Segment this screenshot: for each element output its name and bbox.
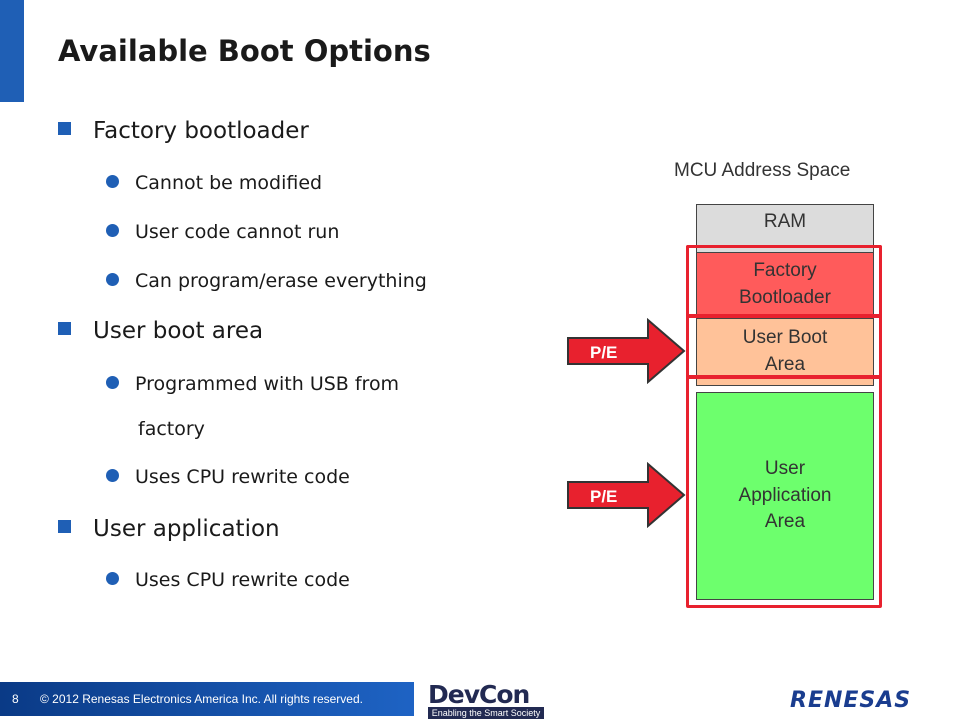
sub-bullet: Can program/erase everything — [106, 270, 427, 292]
bullet-user-boot-area: User boot area — [58, 318, 263, 344]
bullet-user-application: User application — [58, 516, 280, 542]
sub-bullet: Cannot be modified — [106, 172, 322, 194]
sub-bullet: User code cannot run — [106, 221, 339, 243]
copyright-text: © 2012 Renesas Electronics America Inc. … — [40, 692, 363, 706]
pe-arrow-icon — [567, 318, 686, 384]
slide-title: Available Boot Options — [58, 34, 431, 68]
factory-bootloader-frame — [686, 245, 882, 318]
devcon-logo-wordmark: DevCon — [428, 680, 530, 709]
renesas-logo: RENESAS — [790, 688, 912, 713]
round-bullet-icon — [106, 273, 119, 286]
memory-map-title: MCU Address Space — [674, 160, 851, 181]
round-bullet-icon — [106, 175, 119, 188]
square-bullet-icon — [58, 322, 71, 335]
round-bullet-icon — [106, 224, 119, 237]
round-bullet-icon — [106, 572, 119, 585]
bullet-factory-bootloader: Factory bootloader — [58, 118, 309, 144]
title-accent-bar — [0, 0, 24, 102]
pe-arrow-icon — [567, 462, 686, 528]
pe-label-user-boot: P/E — [590, 343, 618, 362]
round-bullet-icon — [106, 376, 119, 389]
sub-bullet-continuation: factory — [138, 418, 205, 440]
page-number: 8 — [12, 692, 19, 706]
user-boot-area-frame — [686, 314, 882, 378]
sub-bullet: Uses CPU rewrite code — [106, 466, 350, 488]
pe-label-user-application: P/E — [590, 487, 618, 506]
sub-bullet: Uses CPU rewrite code — [106, 569, 350, 591]
devcon-logo-tagline: Enabling the Smart Society — [428, 707, 544, 719]
user-application-frame — [686, 376, 882, 394]
footer-band — [0, 682, 414, 716]
round-bullet-icon — [106, 469, 119, 482]
square-bullet-icon — [58, 122, 71, 135]
square-bullet-icon — [58, 520, 71, 533]
sub-bullet: Programmed with USB from — [106, 373, 399, 395]
